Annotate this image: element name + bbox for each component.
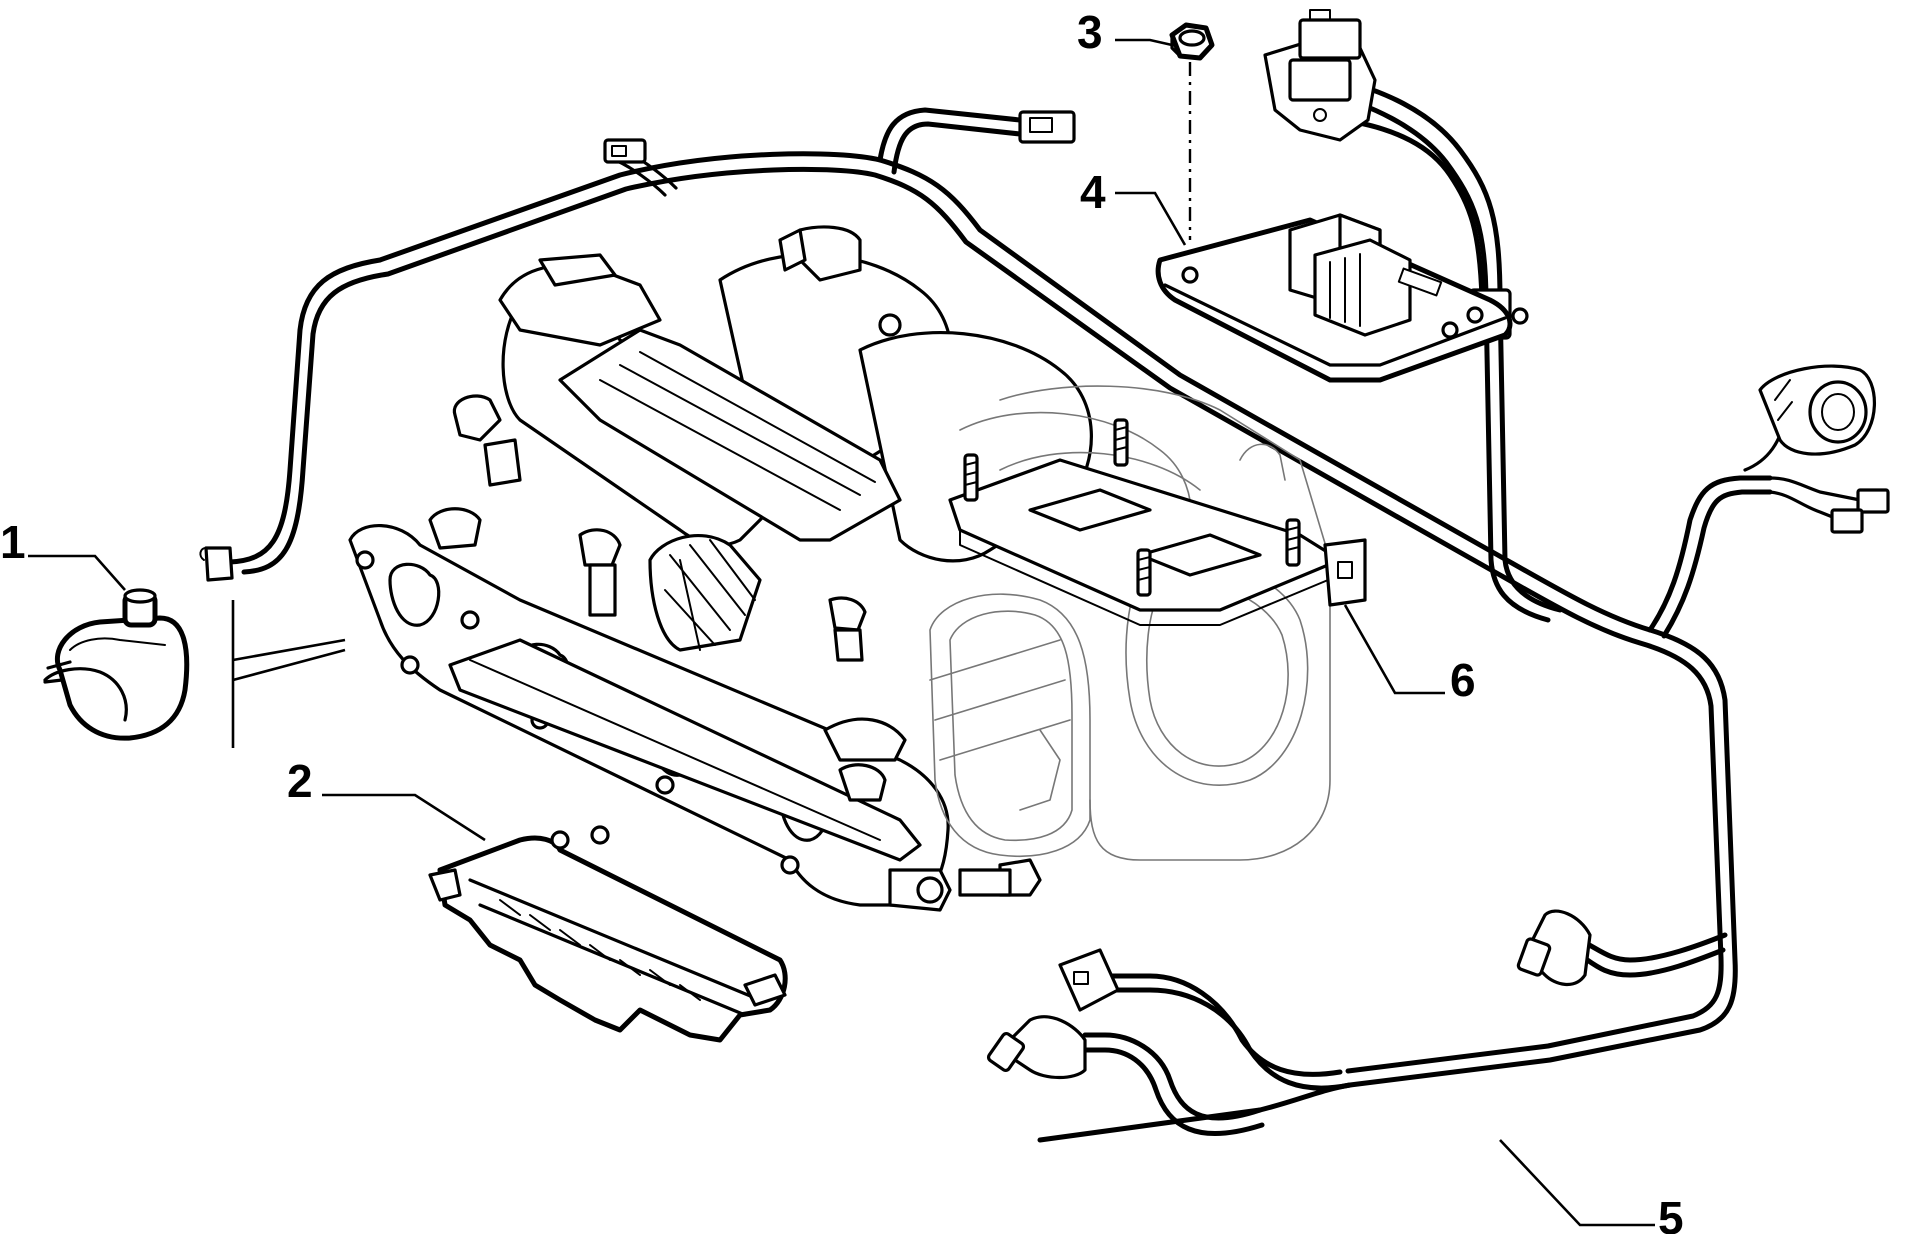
bracket-studs — [963, 418, 1301, 597]
callout-6: 6 — [1450, 654, 1476, 706]
callout-1: 1 — [0, 516, 26, 568]
part-2-cover — [428, 825, 788, 1043]
wiring-harness — [199, 9, 1890, 1143]
callout-5: 5 — [1658, 1192, 1684, 1234]
callout-labels: 1 2 3 4 5 6 — [0, 6, 1684, 1234]
callout-4: 4 — [1080, 166, 1106, 218]
part-4-control-unit — [1155, 213, 1513, 383]
part-1-sensor — [43, 588, 190, 741]
part-3-nut — [1169, 22, 1215, 61]
leader-lines — [28, 38, 1655, 1227]
ecu-bracket — [948, 418, 1367, 626]
intake-manifold — [348, 225, 1201, 912]
callout-2: 2 — [287, 755, 313, 807]
callout-3: 3 — [1077, 6, 1103, 58]
